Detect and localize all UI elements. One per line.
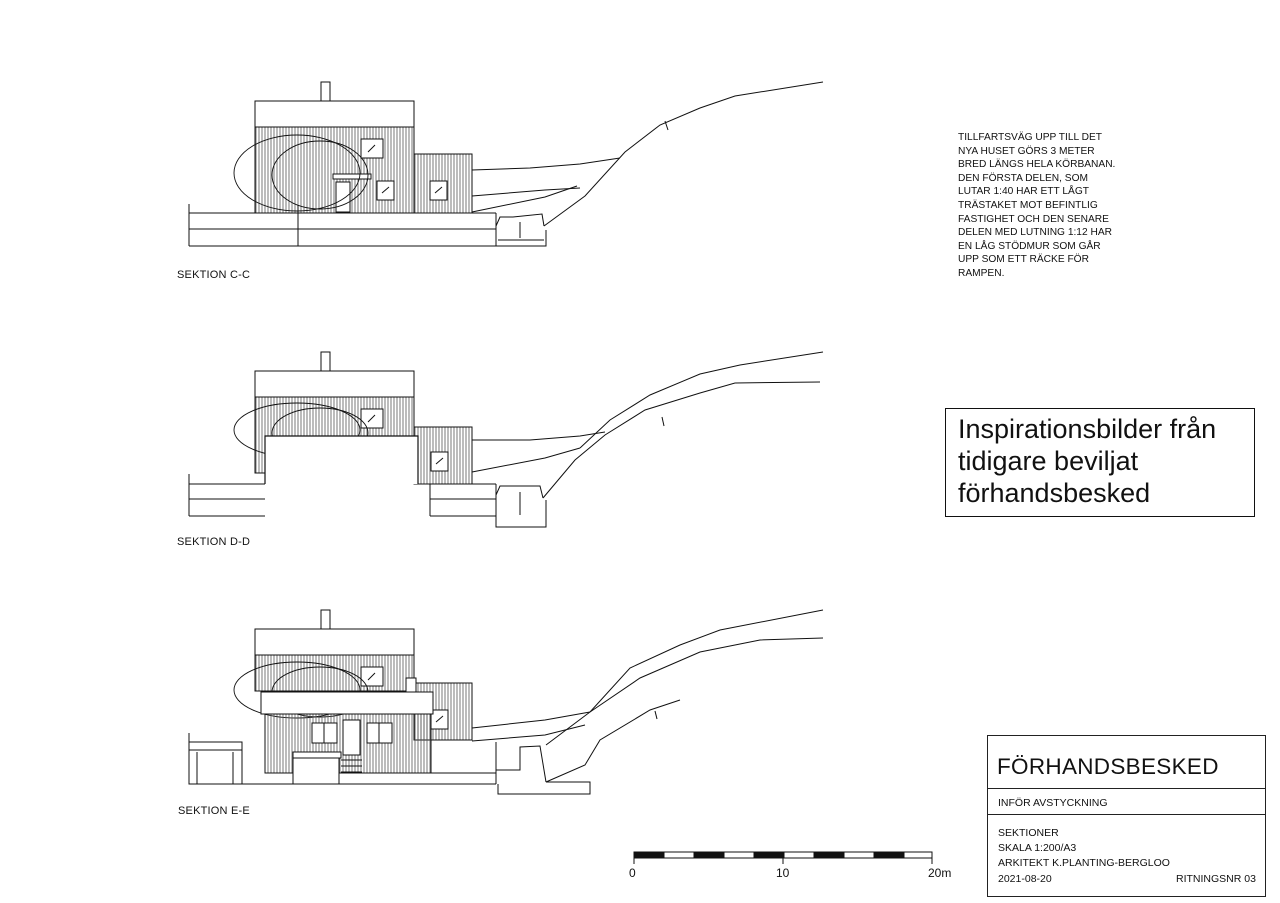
tree-crown	[233, 134, 361, 212]
roof	[254, 628, 415, 656]
section-c-c-drawing	[188, 81, 824, 247]
section-e-e-drawing	[188, 609, 824, 795]
inspiration-line: Inspirationsbilder från	[958, 414, 1217, 444]
note-line: NYA HUSET GÖRS 3 METER	[958, 145, 1095, 157]
inspiration-line: förhandsbesked	[958, 478, 1151, 508]
roof	[254, 100, 415, 128]
scale-bar	[633, 851, 933, 864]
entrance-door	[335, 181, 351, 213]
title-block-header: FÖRHANDSBESKED	[988, 736, 1265, 789]
scale-label-20m: 20m	[928, 866, 952, 880]
upper-facade	[254, 654, 415, 692]
section-d-d-drawing	[188, 351, 824, 528]
title-block-line2: SKALA 1:200/A3	[998, 842, 1077, 854]
title-block-divider	[988, 814, 1265, 815]
title-block-architect: ARKITEKT K.PLANTING-BERGLOO	[998, 857, 1170, 869]
house-section-cut	[264, 435, 419, 484]
section-label-c-c: SEKTION C-C	[177, 269, 251, 281]
note-line: LUTAR 1:40 HAR ETT LÅGT	[958, 186, 1089, 198]
note-line: RAMPEN.	[958, 267, 1005, 279]
note-line: DELEN MED LUTNING 1:12 HAR	[958, 227, 1112, 239]
entrance-door	[342, 719, 361, 756]
title-block-subtitle: INFÖR AVSTYCKNING	[998, 797, 1108, 809]
note-line: TRÄSTAKET MOT BEFINTLIG	[958, 199, 1098, 211]
title-block-date: 2021-08-20	[998, 873, 1052, 885]
chimney	[320, 351, 331, 372]
title-block-drawing-number: RITNINGSNR 03	[1176, 873, 1256, 885]
roof	[254, 370, 415, 398]
inspiration-box: Inspirationsbilder från tidigare bevilja…	[945, 408, 1255, 517]
balcony-slab	[260, 691, 434, 715]
access-road-note: TILLFARTSVÄG UPP TILL DET NYA HUSET GÖRS…	[958, 131, 1138, 281]
chimney	[320, 81, 331, 102]
note-line: BRED LÄNGS HELA KÖRBANAN.	[958, 159, 1116, 171]
scale-label-0: 0	[629, 866, 636, 880]
note-line: TILLFARTSVÄG UPP TILL DET	[958, 132, 1102, 143]
section-label-e-e: SEKTION E-E	[178, 805, 250, 817]
title-block: FÖRHANDSBESKED INFÖR AVSTYCKNING SEKTION…	[987, 735, 1266, 897]
note-line: DEN FÖRSTA DELEN, SOM	[958, 172, 1089, 184]
entrance-canopy	[332, 173, 372, 180]
tree-crown	[271, 140, 369, 210]
chimney	[320, 609, 331, 630]
note-line: EN LÅG STÖDMUR SOM GÅR	[958, 240, 1101, 252]
scale-label-10: 10	[776, 866, 790, 880]
inspiration-line: tidigare beviljat	[958, 446, 1139, 476]
title-block-line1: SEKTIONER	[998, 827, 1059, 839]
section-label-d-d: SEKTION D-D	[177, 536, 251, 548]
note-line: FASTIGHET OCH DEN SENARE	[958, 213, 1109, 225]
title-block-title: FÖRHANDSBESKED	[997, 754, 1219, 779]
note-line: UPP SOM ETT RÄCKE FÖR	[958, 254, 1089, 266]
